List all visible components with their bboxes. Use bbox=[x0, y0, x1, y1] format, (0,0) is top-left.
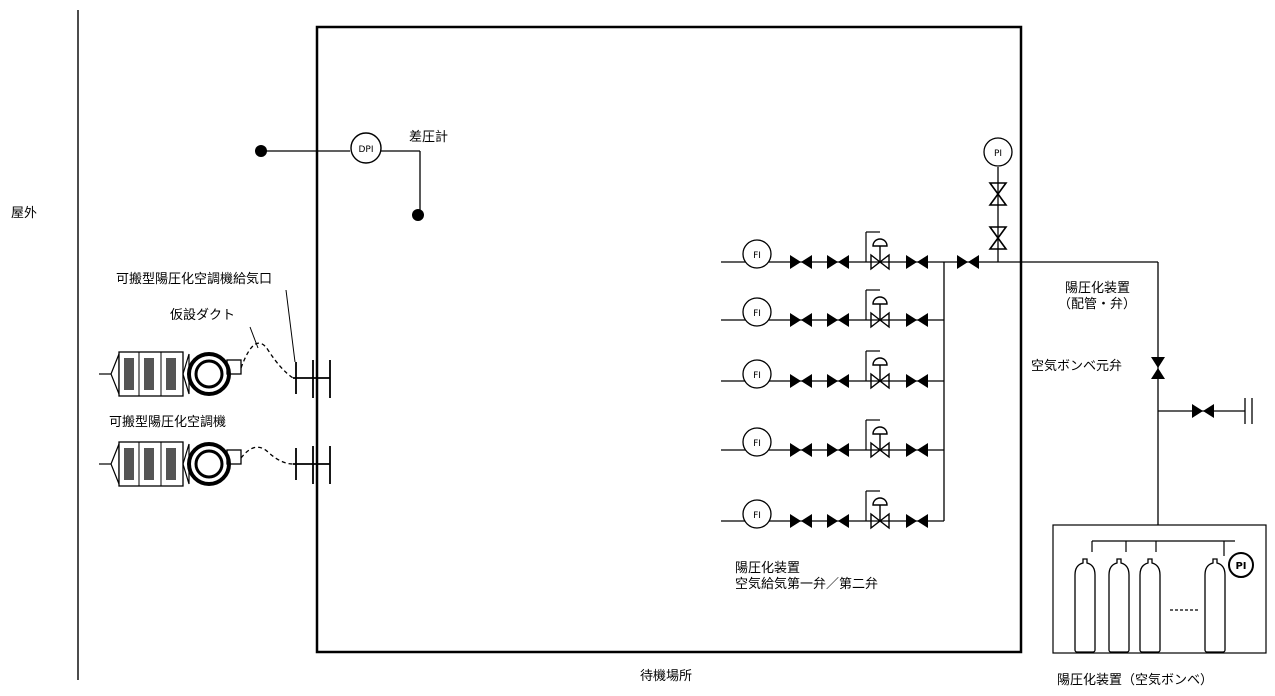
pi-instrument-circle bbox=[983, 137, 1013, 167]
piping-valves-label-line1: 陽圧化装置 bbox=[1065, 281, 1131, 296]
waiting-room-boundary bbox=[315, 25, 1023, 654]
header-piping: PI bbox=[944, 137, 1253, 540]
portable-ac-unit-label: 可搬型陽圧化空調機 bbox=[109, 415, 227, 430]
air-cylinders-label: 陽圧化装置（空気ボンベ） bbox=[1057, 673, 1214, 688]
dpi-instrument-circle bbox=[350, 132, 382, 164]
supply-valves-label-line2: 空気給気第一弁／第二弁 bbox=[735, 577, 879, 592]
portable-ac-unit-2 bbox=[97, 440, 331, 488]
pi-tag: PI bbox=[994, 149, 1002, 159]
supply-valve-rows: FI FI FI FI FI bbox=[721, 231, 945, 529]
ac-inlet-leader bbox=[285, 289, 296, 363]
supply-valves-label-line1: 陽圧化装置 bbox=[735, 561, 801, 576]
supply-row-2: FI bbox=[721, 289, 944, 328]
differential-pressure-gauge-label: 差圧計 bbox=[409, 130, 449, 145]
duct-leader bbox=[249, 326, 259, 349]
supply-row-4: FI bbox=[721, 419, 944, 458]
cylinder-main-valve-label: 空気ボンベ元弁 bbox=[1031, 359, 1123, 374]
piping-valves-label-line2: （配管・弁） bbox=[1058, 297, 1137, 312]
pi-instrument-circle bbox=[1228, 552, 1254, 578]
dpi-tag: DPI bbox=[358, 145, 373, 155]
fi-tag: FI bbox=[753, 309, 761, 319]
supply-row-1: FI bbox=[721, 231, 944, 270]
supply-row-5: FI bbox=[721, 490, 944, 529]
fi-tag: FI bbox=[753, 439, 761, 449]
waiting-area-label: 待機場所 bbox=[640, 669, 693, 684]
temporary-duct-label: 仮設ダクト bbox=[170, 308, 236, 323]
fi-tag: FI bbox=[753, 371, 761, 381]
outdoor-label: 屋外 bbox=[11, 206, 38, 221]
air-cylinder-bank: PI bbox=[1052, 524, 1267, 654]
differential-pressure-gauge: DPI bbox=[255, 132, 424, 221]
fi-tag: FI bbox=[753, 251, 761, 261]
portable-ac-inlet-label: 可搬型陽圧化空調機給気口 bbox=[116, 272, 273, 287]
supply-row-3: FI bbox=[721, 350, 944, 389]
fi-tag: FI bbox=[753, 511, 761, 521]
portable-ac-unit-1 bbox=[97, 342, 331, 398]
pi-tag: PI bbox=[1235, 561, 1246, 572]
